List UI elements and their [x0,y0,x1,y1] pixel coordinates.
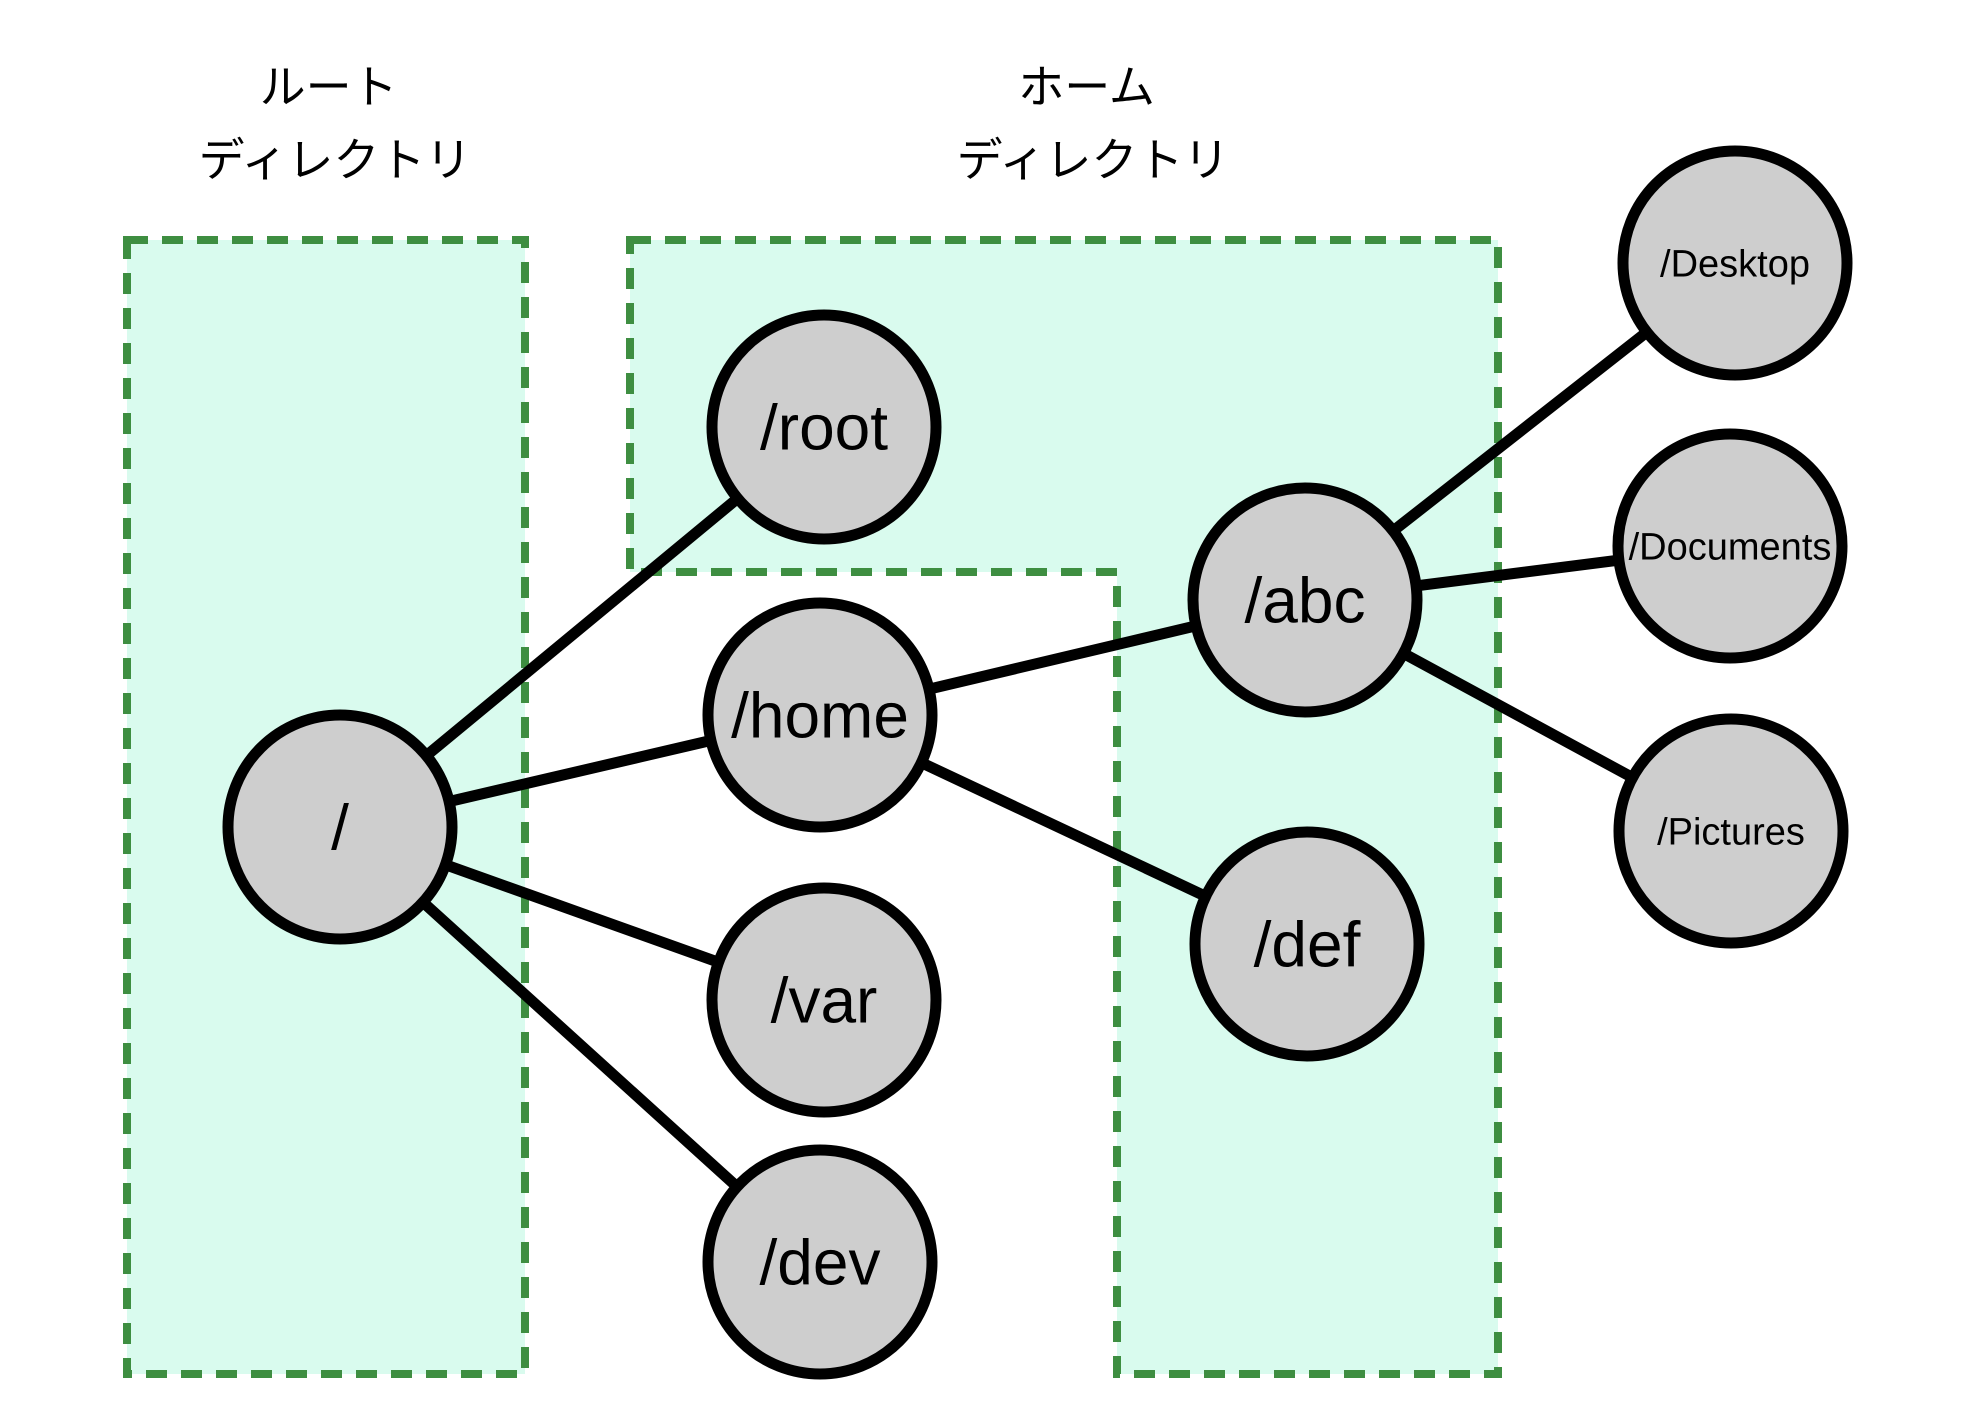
node-var-label: /var [771,964,878,1036]
node-var-circle [706,882,942,1118]
node-desktop-label: /Desktop [1660,243,1810,285]
root-directory-label-line2: ディレクトリ [199,134,472,186]
node-abc-label: /abc [1245,564,1366,636]
node-documents-circle [1612,428,1848,664]
node-abc: /abc [1187,482,1423,718]
home-directory-label-line2: ディレクトリ [957,134,1230,186]
node-desktop: /Desktop [1617,145,1853,381]
node-slash-root-label: /root [760,391,888,463]
root-directory-label-line1: ルート [260,61,398,113]
home-directory-label-line1: ホーム [1018,61,1155,113]
node-home-circle [702,597,938,833]
node-dev-circle [702,1144,938,1380]
node-var: /var [706,882,942,1118]
home-directory-label: ホーム ディレクトリ [957,61,1230,186]
node-slash-root: /root [706,309,942,545]
node-root-label: / [331,791,349,863]
node-root: / [222,709,458,945]
node-documents-label: /Documents [1629,526,1832,568]
node-desktop-circle [1617,145,1853,381]
node-pictures-circle [1613,713,1849,949]
node-abc-circle [1187,482,1423,718]
node-pictures-label: /Pictures [1657,811,1805,853]
node-documents: /Documents [1612,428,1848,664]
node-pictures: /Pictures [1613,713,1849,949]
node-home: /home [702,597,938,833]
node-def: /def [1189,826,1425,1062]
node-slash-root-circle [706,309,942,545]
node-def-circle [1189,826,1425,1062]
node-dev-label: /dev [760,1226,881,1298]
root-directory-label: ルート ディレクトリ [199,61,472,186]
node-def-label: /def [1254,908,1361,980]
node-root-circle [222,709,458,945]
node-home-label: /home [731,679,909,751]
node-dev: /dev [702,1144,938,1380]
